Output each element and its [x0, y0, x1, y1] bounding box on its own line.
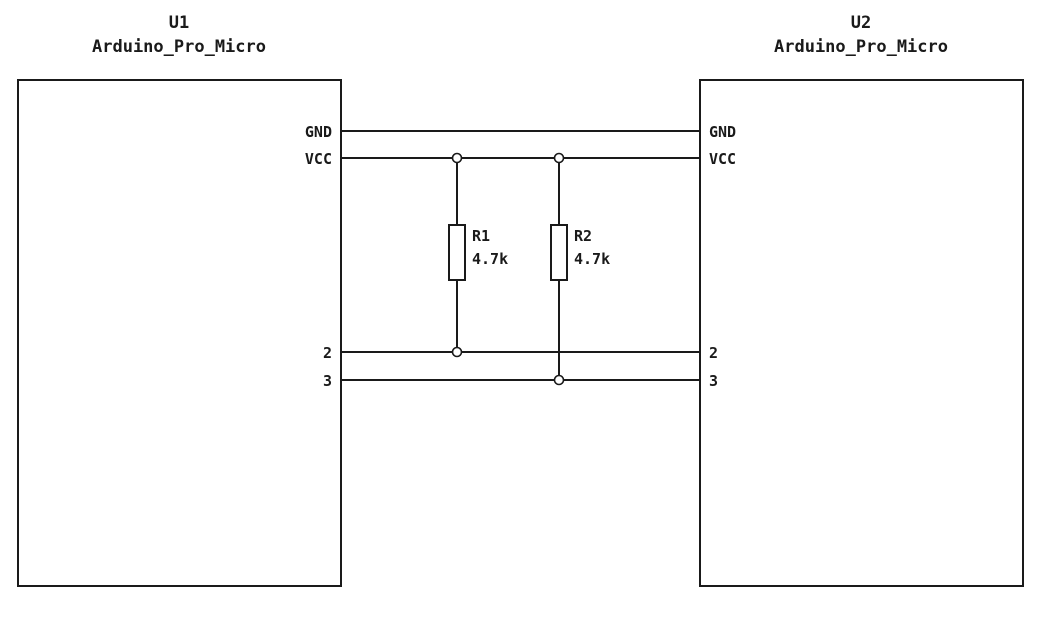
junction-r2-pin3	[553, 374, 565, 386]
u1-reference: U1	[169, 13, 189, 33]
u1-value: Arduino_Pro_Micro	[92, 37, 266, 57]
u1-pin-2-label: 2	[323, 344, 332, 362]
junction-r1-vcc	[451, 152, 463, 164]
u2-value: Arduino_Pro_Micro	[774, 37, 948, 57]
r1-value: 4.7k	[472, 250, 508, 268]
r2-reference: R2	[574, 227, 592, 245]
component-r2[interactable]: R2 4.7k	[550, 158, 610, 380]
junction-r2-vcc	[553, 152, 565, 164]
u1-pin-vcc-label: VCC	[305, 150, 332, 168]
u2-pin-2-label: 2	[709, 344, 718, 362]
r2-body[interactable]	[550, 224, 568, 281]
component-u2[interactable]: U2 Arduino_Pro_Micro GND VCC 2 3	[699, 13, 1024, 587]
u1-body[interactable]	[17, 79, 342, 587]
u1-pin-3-label: 3	[323, 372, 332, 390]
u2-pin-gnd-label: GND	[709, 123, 736, 141]
u2-reference: U2	[851, 13, 871, 33]
r1-body[interactable]	[448, 224, 466, 281]
u2-pin-3-label: 3	[709, 372, 718, 390]
component-r1[interactable]: R1 4.7k	[448, 158, 508, 352]
u1-pin-gnd-label: GND	[305, 123, 332, 141]
junction-r1-pin2	[451, 346, 463, 358]
r2-value: 4.7k	[574, 250, 610, 268]
u2-pin-vcc-label: VCC	[709, 150, 736, 168]
u2-body[interactable]	[699, 79, 1024, 587]
r1-reference: R1	[472, 227, 490, 245]
component-u1[interactable]: U1 Arduino_Pro_Micro GND VCC 2 3	[17, 13, 342, 587]
